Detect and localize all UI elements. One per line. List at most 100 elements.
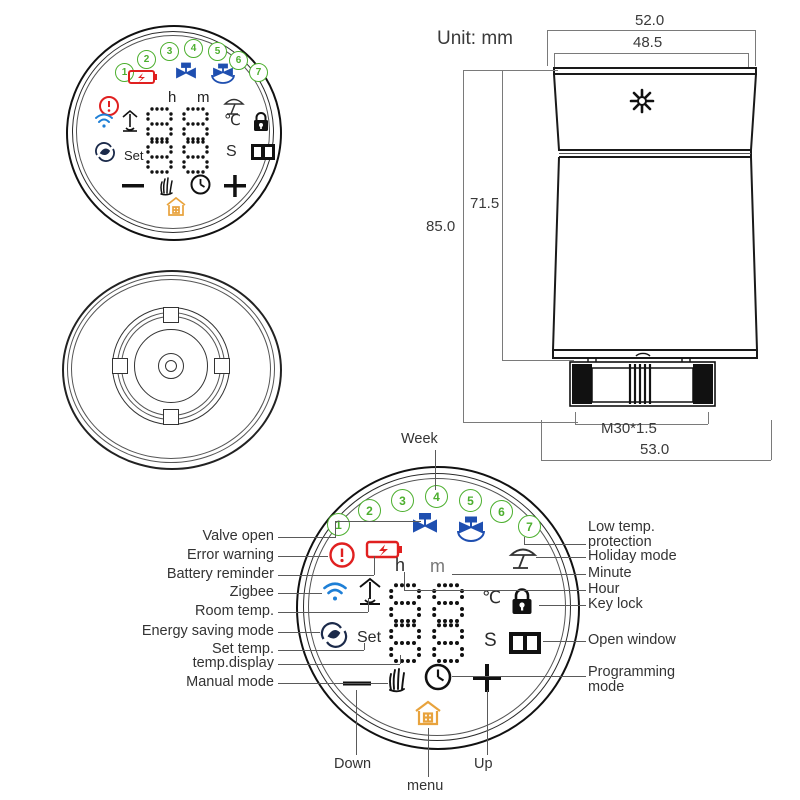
device-back-outer-ring bbox=[62, 270, 282, 470]
dim-line-52 bbox=[547, 30, 755, 31]
plus-icon-bottom bbox=[473, 664, 501, 692]
callout-open-window-leader bbox=[543, 641, 586, 642]
dim-value-48-5: 48.5 bbox=[633, 34, 663, 51]
thermometer-icon-bottom bbox=[357, 577, 383, 610]
callout-error-warning-label: Error warning bbox=[186, 547, 274, 563]
week-day-6-bottom: 6 bbox=[490, 500, 513, 523]
dim-ext-71-5-bottom bbox=[502, 360, 574, 361]
week-day-5-bottom-label: 5 bbox=[467, 493, 474, 508]
valve-protection-icon-bottom bbox=[455, 516, 487, 543]
callout-week-label: Week bbox=[401, 431, 438, 447]
beach-umbrella-icon bbox=[222, 96, 246, 116]
device-front-bottom-mid-ring bbox=[303, 473, 571, 741]
callout-error-warning-leader bbox=[278, 556, 328, 557]
callout-set-temp-leader-v bbox=[364, 643, 365, 650]
hour-unit-top: h bbox=[168, 89, 177, 106]
exclamation-circle-icon-bottom bbox=[328, 541, 356, 569]
callout-battery-reminder-leader bbox=[278, 575, 374, 576]
lcd-digits-bottom bbox=[146, 140, 218, 174]
celsius-unit-top: ℃ bbox=[224, 112, 241, 129]
dim-value-85: 85.0 bbox=[426, 218, 456, 235]
week-day-4-label: 4 bbox=[190, 43, 197, 54]
week-day-2-bottom-label: 2 bbox=[366, 503, 373, 518]
clock-icon-bottom bbox=[424, 663, 452, 691]
week-day-3-label: 3 bbox=[166, 46, 173, 57]
callout-temp-display-leader bbox=[278, 664, 400, 665]
callout-temp-display-leader-v bbox=[400, 655, 401, 664]
lock-icon bbox=[252, 112, 270, 132]
eco-leaf-icon bbox=[94, 142, 116, 162]
dim-ext-48-5-right bbox=[748, 53, 749, 67]
dim-ext-48-5-left bbox=[554, 53, 555, 67]
callout-set-temp-label: Set temp. bbox=[211, 641, 274, 657]
device-body-outline bbox=[540, 60, 770, 370]
callout-zigbee-label: Zigbee bbox=[229, 584, 274, 600]
week-day-4-bottom-label: 4 bbox=[433, 489, 440, 504]
device-back-center-outer bbox=[158, 353, 184, 379]
dim-ext-53-right bbox=[771, 420, 772, 460]
callout-menu-label: menu bbox=[407, 778, 444, 794]
callout-hour-leader-v bbox=[404, 572, 405, 590]
week-day-6-bottom-label: 6 bbox=[498, 504, 505, 519]
eco-leaf-icon-bottom bbox=[320, 622, 348, 648]
callout-low-temp-protection-label: Low temp. protection bbox=[588, 519, 655, 550]
lcd-digits-top-bottom-device bbox=[389, 583, 475, 623]
week-day-4: 4 bbox=[184, 39, 203, 58]
valve-icon bbox=[174, 62, 198, 81]
callout-open-window-label: Open window bbox=[588, 632, 676, 648]
dim-line-85 bbox=[463, 70, 464, 422]
week-day-2: 2 bbox=[137, 50, 156, 69]
battery-icon-bottom bbox=[365, 540, 404, 560]
week-day-3-bottom: 3 bbox=[391, 489, 414, 512]
callout-down-label: Down bbox=[334, 756, 372, 772]
window-icon bbox=[250, 143, 276, 161]
callout-menu-leader bbox=[428, 728, 429, 777]
callout-minute-label: Minute bbox=[588, 565, 632, 581]
plus-icon bbox=[224, 175, 246, 197]
battery-icon bbox=[128, 69, 158, 85]
callout-room-temp-leader-v bbox=[368, 598, 369, 612]
dim-line-71-5 bbox=[502, 70, 503, 360]
callout-battery-reminder-label: Battery reminder bbox=[166, 566, 274, 582]
week-day-5: 5 bbox=[208, 42, 227, 61]
valve-protection-icon bbox=[210, 63, 236, 84]
device-back-ring-2 bbox=[67, 275, 275, 463]
house-icon-bottom bbox=[414, 700, 442, 728]
week-day-7-bottom: 7 bbox=[518, 515, 541, 538]
wifi-signal-icon-bottom bbox=[322, 582, 348, 603]
week-day-4-bottom: 4 bbox=[425, 485, 448, 508]
beach-umbrella-icon-bottom bbox=[508, 545, 538, 571]
callout-low-temp-protection-leader bbox=[524, 544, 586, 545]
dim-ext-m30-right bbox=[708, 412, 709, 424]
week-day-1-label: 1 bbox=[121, 67, 128, 78]
hand-icon-bottom bbox=[385, 664, 411, 693]
device-front-bottom-inner-ring bbox=[308, 478, 566, 736]
clock-icon bbox=[190, 174, 211, 195]
set-label-top: Set bbox=[124, 148, 144, 163]
week-day-6: 6 bbox=[229, 51, 248, 70]
callout-room-temp-leader bbox=[278, 612, 368, 613]
set-label-bottom: Set bbox=[357, 629, 382, 646]
week-day-6-label: 6 bbox=[235, 55, 242, 66]
callout-minute-leader bbox=[452, 574, 586, 575]
callout-energy-saving-mode-leader bbox=[278, 632, 320, 633]
unit-note: Unit: mm bbox=[437, 28, 513, 49]
callout-down-leader bbox=[356, 690, 357, 755]
callout-set-temp-leader bbox=[278, 650, 364, 651]
callout-valve-open-label: Valve open bbox=[202, 528, 274, 544]
seconds-unit-bottom: S bbox=[484, 630, 497, 651]
callout-manual-mode-label: Manual mode bbox=[186, 674, 274, 690]
device-back-center-inner bbox=[165, 360, 177, 372]
minute-unit-top: m bbox=[197, 89, 210, 106]
callout-hour-label: Hour bbox=[588, 581, 620, 597]
week-day-7-label: 7 bbox=[255, 67, 262, 78]
callout-holiday-mode-leader bbox=[536, 557, 586, 558]
dim-value-m30: M30*1.5 bbox=[601, 420, 657, 437]
lcd-digits-top bbox=[146, 107, 218, 141]
callout-programming-mode-leader bbox=[452, 676, 586, 677]
wifi-signal-icon bbox=[94, 113, 114, 129]
window-icon-bottom bbox=[508, 631, 542, 655]
thread-collar bbox=[569, 352, 716, 410]
week-day-3: 3 bbox=[160, 42, 179, 61]
week-day-7-bottom-label: 7 bbox=[526, 519, 533, 534]
